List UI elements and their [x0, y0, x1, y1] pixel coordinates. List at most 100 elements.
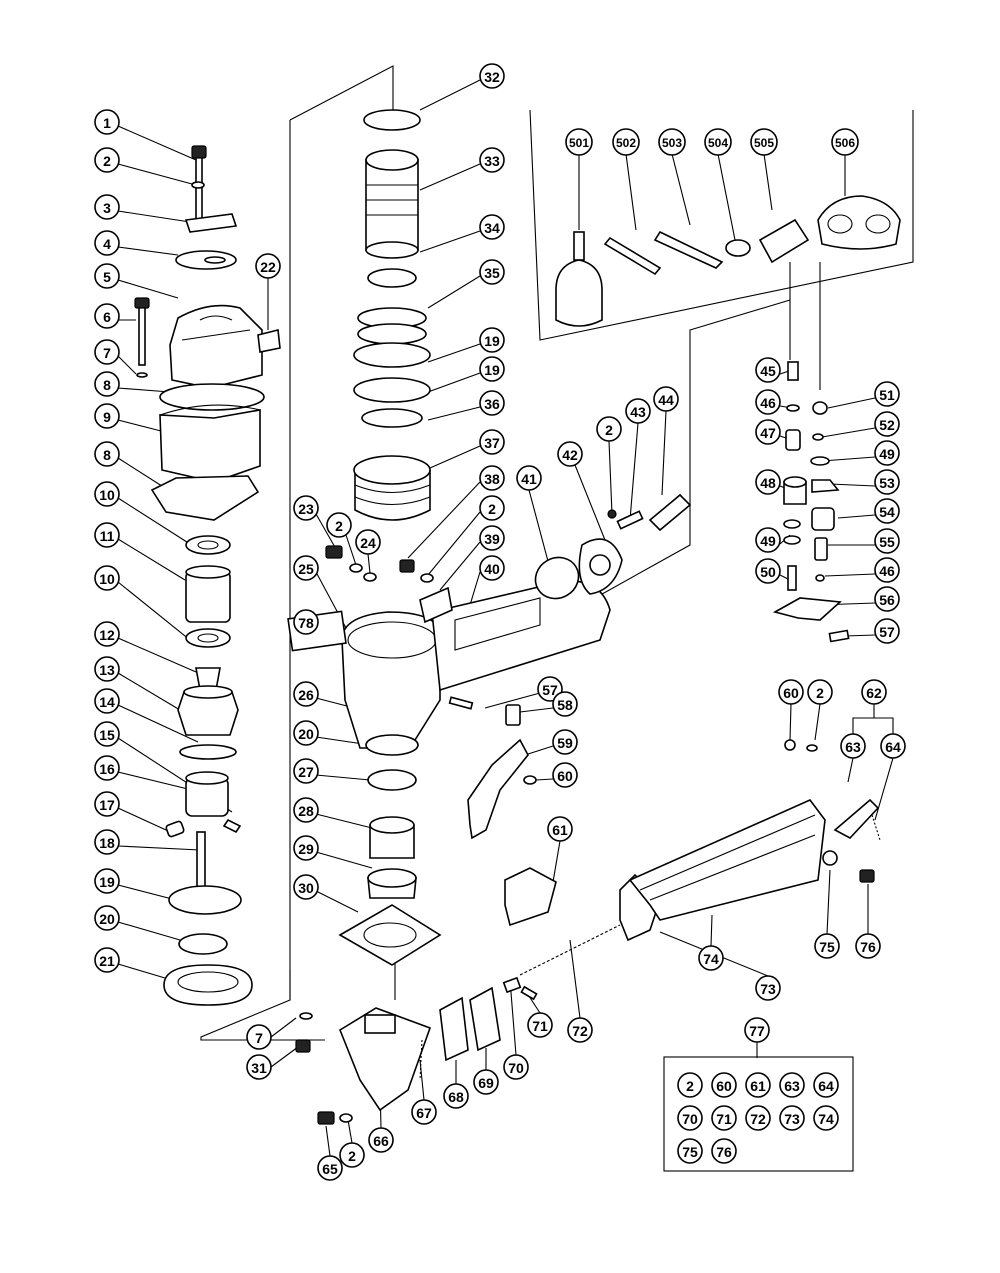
callout-54: 54 — [874, 498, 900, 524]
gasket-lower — [150, 475, 260, 521]
kit-item-64: 64 — [813, 1072, 839, 1098]
gasket — [159, 383, 265, 411]
callout-501: 501 — [565, 128, 593, 156]
callout-11: 11 — [94, 522, 120, 548]
kit-item-70: 70 — [677, 1105, 703, 1131]
screw-38 — [399, 559, 415, 573]
callout-56: 56 — [874, 586, 900, 612]
callout-15: 15 — [94, 721, 120, 747]
pin-71 — [520, 985, 538, 1001]
callout-number: 22 — [260, 259, 276, 275]
callout-number: 56 — [879, 592, 895, 608]
valve-47 — [785, 429, 801, 451]
callout-19: 19 — [479, 356, 505, 382]
o-ring-32 — [363, 109, 421, 131]
goggles — [817, 195, 901, 250]
callout-3: 3 — [94, 194, 120, 220]
callout-number: 25 — [298, 561, 314, 577]
callout-number: 501 — [569, 136, 589, 150]
callout-number: 43 — [630, 404, 646, 420]
callout-number: 45 — [760, 363, 776, 379]
callout-number: 71 — [532, 1018, 548, 1034]
callout-number: 18 — [99, 835, 115, 851]
guide-61 — [504, 867, 557, 927]
callout-46: 46 — [874, 557, 900, 583]
callout-number: 19 — [484, 333, 500, 349]
o-ring-20 — [178, 933, 228, 955]
callout-number: 58 — [557, 697, 573, 713]
callout-number: 49 — [760, 533, 776, 549]
trigger-56 — [772, 597, 842, 621]
callout-10: 10 — [94, 565, 120, 591]
callout-number: 77 — [749, 1023, 765, 1039]
latch-63 — [833, 798, 880, 839]
callout-number: 10 — [99, 571, 115, 587]
label-40 — [454, 597, 541, 651]
screw-43 — [616, 510, 644, 530]
callout-73: 73 — [755, 975, 781, 1001]
callout-22: 22 — [255, 253, 281, 279]
callout-number: 505 — [754, 136, 774, 150]
block-70 — [502, 976, 522, 994]
callout-number: 63 — [784, 1078, 800, 1094]
callout-53: 53 — [874, 469, 900, 495]
callout-10: 10 — [94, 481, 120, 507]
callout-31: 31 — [246, 1054, 272, 1080]
plate — [184, 213, 238, 233]
callout-63: 63 — [840, 733, 866, 759]
collar-75 — [822, 850, 838, 866]
callout-number: 28 — [298, 803, 314, 819]
callout-number: 61 — [552, 822, 568, 838]
callout-number: 66 — [373, 1133, 389, 1149]
callout-number: 69 — [478, 1075, 494, 1091]
callout-number: 30 — [298, 880, 314, 896]
callout-number: 53 — [879, 475, 895, 491]
callout-35: 35 — [479, 259, 505, 285]
callout-number: 6 — [103, 309, 111, 325]
callout-57: 57 — [874, 618, 900, 644]
ring-27 — [367, 769, 417, 791]
callout-24: 24 — [355, 529, 381, 555]
o-ring-19a — [353, 342, 431, 368]
callout-506: 506 — [831, 128, 859, 156]
callout-number: 57 — [542, 682, 558, 698]
callout-77: 77 — [744, 1017, 770, 1043]
gasket-30 — [338, 904, 442, 966]
callout-number: 72 — [750, 1111, 766, 1127]
cap-51 — [812, 401, 828, 415]
kit-item-61: 61 — [745, 1072, 771, 1098]
callout-45: 45 — [755, 357, 781, 383]
valve-ring — [185, 535, 231, 555]
callout-number: 36 — [484, 396, 500, 412]
hex-key-small — [603, 236, 662, 276]
callout-number: 65 — [322, 1161, 338, 1177]
callout-16: 16 — [94, 755, 120, 781]
right-assembly-parts — [439, 361, 881, 1062]
callout-number: 504 — [708, 136, 728, 150]
callout-number: 8 — [103, 377, 111, 393]
bumper — [163, 964, 253, 1006]
callout-14: 14 — [94, 688, 120, 714]
callout-66: 66 — [368, 1127, 394, 1153]
kit-item-71: 71 — [711, 1105, 737, 1131]
hex-key-large — [653, 230, 724, 269]
cylinder — [365, 159, 419, 251]
callout-number: 2 — [335, 518, 343, 534]
callout-number: 37 — [484, 435, 500, 451]
contact-arm-59 — [467, 738, 529, 840]
callout-number: 70 — [682, 1111, 698, 1127]
callout-number: 62 — [866, 685, 882, 701]
callout-number: 5 — [103, 269, 111, 285]
spring-45 — [787, 361, 799, 381]
callout-number: 11 — [100, 528, 115, 544]
callout-number: 75 — [819, 939, 835, 955]
callout-number: 59 — [557, 735, 573, 751]
callout-23: 23 — [293, 495, 319, 521]
callout-number: 33 — [484, 153, 500, 169]
pin-57b — [448, 696, 474, 710]
callout-2: 2 — [339, 1142, 365, 1168]
kit-item-2: 2 — [677, 1072, 703, 1098]
callout-number: 2 — [816, 685, 824, 701]
